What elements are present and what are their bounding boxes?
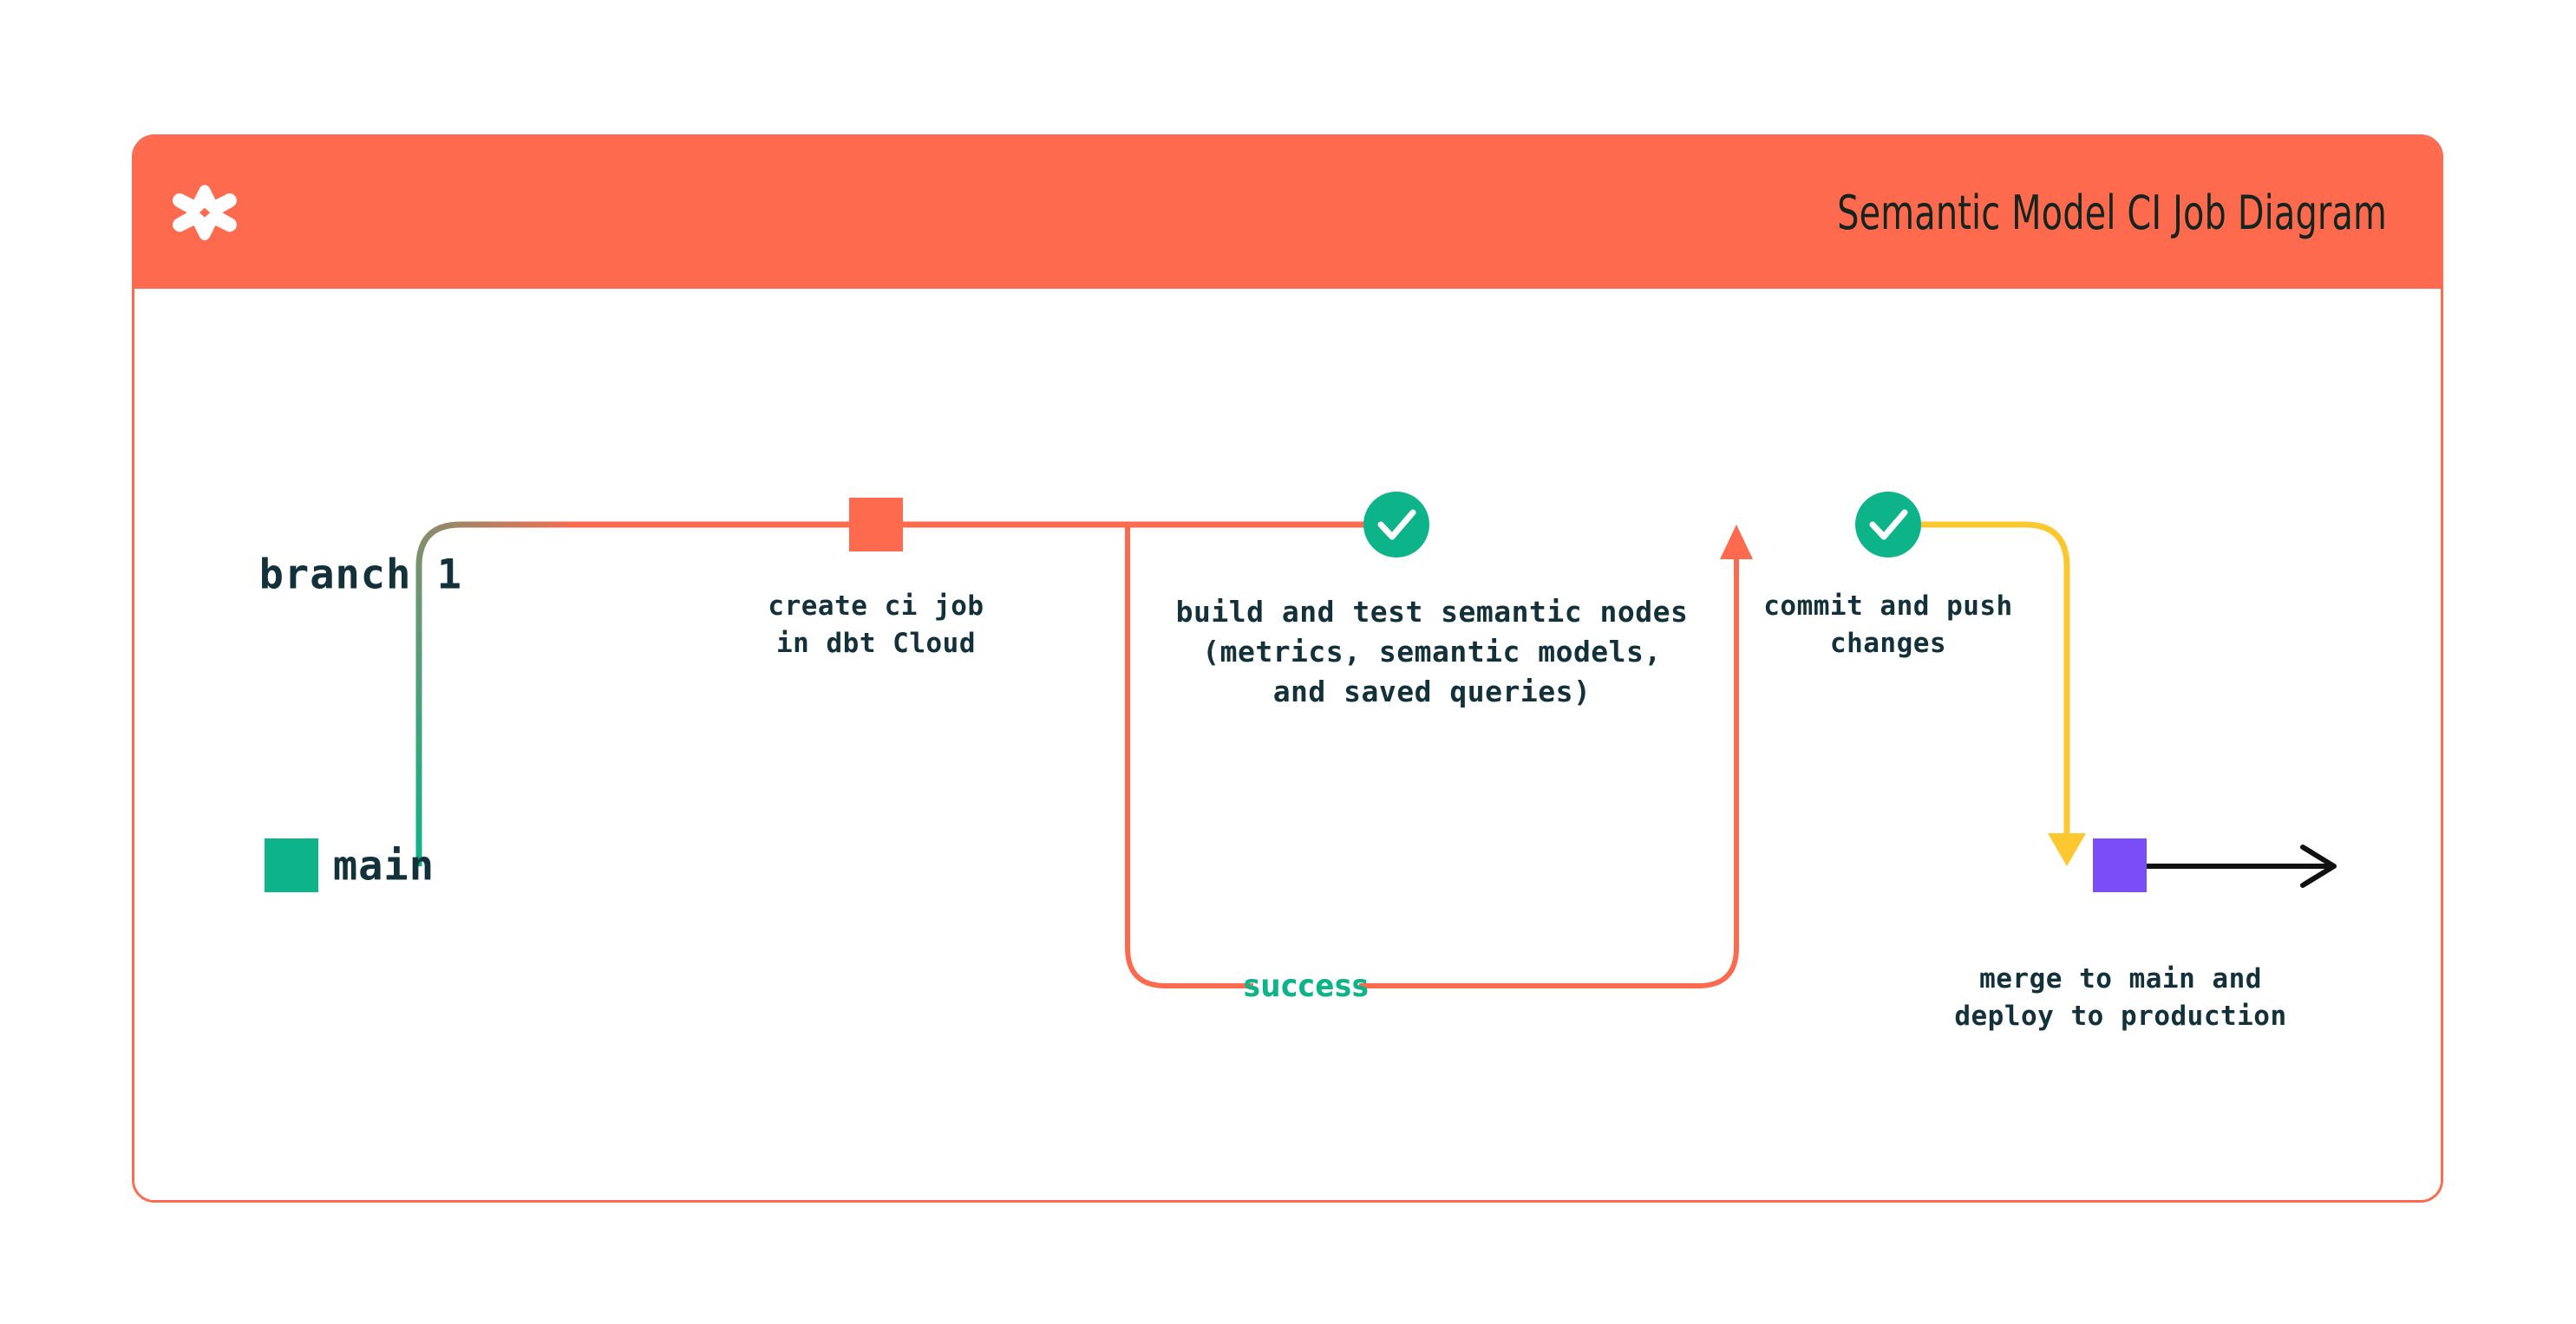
card-header: Semantic Model CI Job Diagram (134, 137, 2441, 289)
lane-label-branch-1: branch 1 (258, 551, 462, 599)
caption-commit-push-line1: commit and push (1763, 590, 2013, 622)
node-merge-to-main (2093, 838, 2147, 892)
check-icon (1377, 509, 1416, 540)
caption-commit-push-line2: changes (1829, 628, 1947, 659)
ci-job-diagram: branch 1 main create ci job in dbt Cloud… (134, 289, 2441, 1200)
check-icon (1869, 509, 1908, 540)
diagram-graphics (265, 492, 2337, 988)
caption-build-test-line3: and saved queries) (1272, 675, 1592, 708)
caption-merge-line1: merge to main and (1979, 963, 2262, 995)
edge-label-success: success (1243, 969, 1370, 1004)
merge-down-path (1921, 521, 2070, 844)
caption-build-test-line2: (metrics, semantic models, (1202, 635, 1662, 669)
node-build-and-test (1363, 492, 1429, 558)
main-continue-arrowhead (2300, 845, 2337, 888)
caption-create-ci-job-line2: in dbt Cloud (776, 628, 976, 659)
node-create-ci-job (849, 498, 903, 551)
caption-create-ci-job-line1: create ci job (768, 590, 984, 622)
loop-arrowhead-up (1720, 525, 1753, 559)
branch-split-curve (415, 521, 585, 866)
page-title: Semantic Model CI Job Diagram (1837, 186, 2387, 240)
dbt-logo-icon (173, 184, 237, 240)
loop-right-path (1359, 549, 1739, 988)
caption-merge-line2: deploy to production (1954, 1001, 2287, 1032)
caption-build-test-line1: build and test semantic nodes (1175, 595, 1689, 629)
node-commit-and-push (1855, 492, 1921, 558)
diagram-card: Semantic Model CI Job Diagram (132, 134, 2443, 1203)
lane-label-main: main (332, 842, 435, 890)
card-body: branch 1 main create ci job in dbt Cloud… (134, 289, 2441, 1200)
loop-left-path (1125, 525, 1253, 988)
merge-down-arrowhead (2048, 833, 2086, 866)
node-main-start (265, 838, 318, 892)
